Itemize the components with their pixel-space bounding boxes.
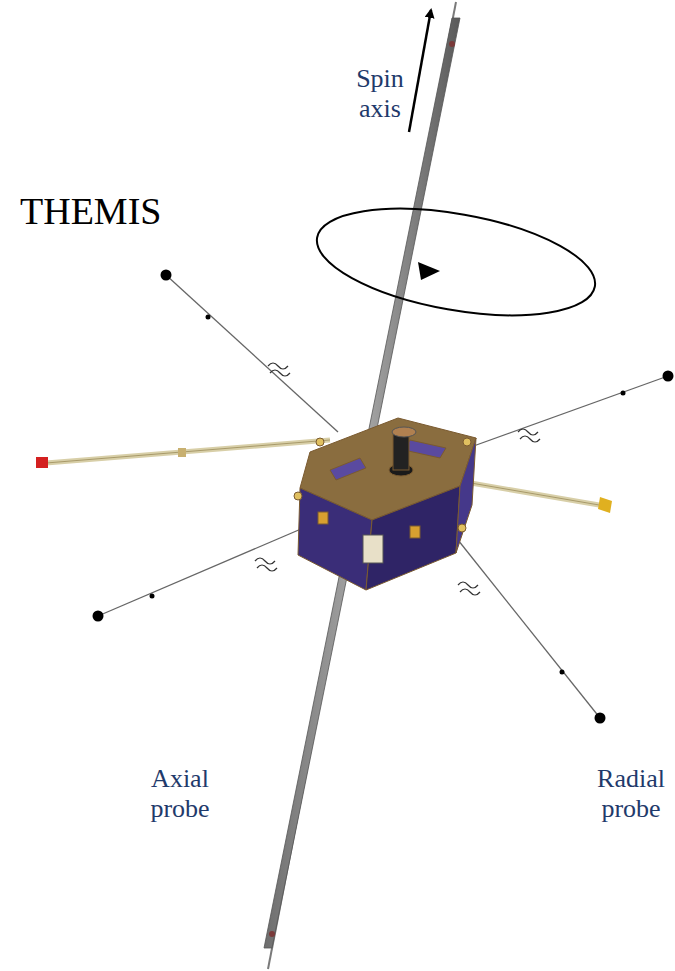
break-marks [255, 363, 540, 595]
title: THEMIS [20, 190, 161, 234]
radial-probes [93, 270, 674, 724]
axial-probe-top [449, 41, 455, 47]
spin-arrow [409, 10, 431, 132]
spacecraft-body [294, 418, 476, 590]
axis-label: Spin axis [340, 64, 420, 124]
radial-wires [98, 275, 668, 718]
probe-label: Axial probe [130, 764, 230, 824]
axial-probe-bottom [269, 931, 275, 937]
spin-ellipse [309, 190, 603, 334]
probe-label: Radial probe [591, 764, 671, 824]
spin-arrowhead [418, 262, 440, 280]
